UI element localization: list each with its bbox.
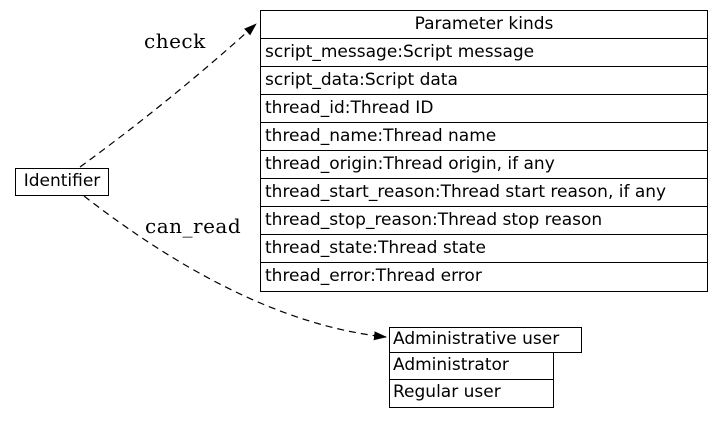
- parameter-row-thread-origin: thread_origin:Thread origin, if any: [261, 151, 707, 179]
- parameter-row-thread-name: thread_name:Thread name: [261, 123, 707, 151]
- check-edge-label: check: [144, 29, 206, 53]
- administrative-user-node: Administrative user: [389, 327, 582, 353]
- user-kinds-table: Administrator Regular user: [389, 352, 554, 408]
- parameter-row-thread-start-reason: thread_start_reason:Thread start reason,…: [261, 179, 707, 207]
- parameter-row-thread-id: thread_id:Thread ID: [261, 95, 707, 123]
- parameter-row-script-message: script_message:Script message: [261, 39, 707, 67]
- parameter-row-thread-stop-reason: thread_stop_reason:Thread stop reason: [261, 207, 707, 235]
- parameter-kinds-title: Parameter kinds: [261, 11, 707, 39]
- parameter-kinds-table: Parameter kinds script_message:Script me…: [260, 10, 708, 292]
- user-row-administrator: Administrator: [390, 353, 553, 380]
- parameter-row-thread-state: thread_state:Thread state: [261, 235, 707, 263]
- identifier-node: Identifier: [15, 168, 109, 196]
- user-row-regular-user: Regular user: [393, 382, 501, 402]
- parameter-row-thread-error: thread_error:Thread error: [265, 266, 482, 286]
- can-read-edge-label: can_read: [145, 214, 242, 238]
- parameter-row-script-data: script_data:Script data: [261, 67, 707, 95]
